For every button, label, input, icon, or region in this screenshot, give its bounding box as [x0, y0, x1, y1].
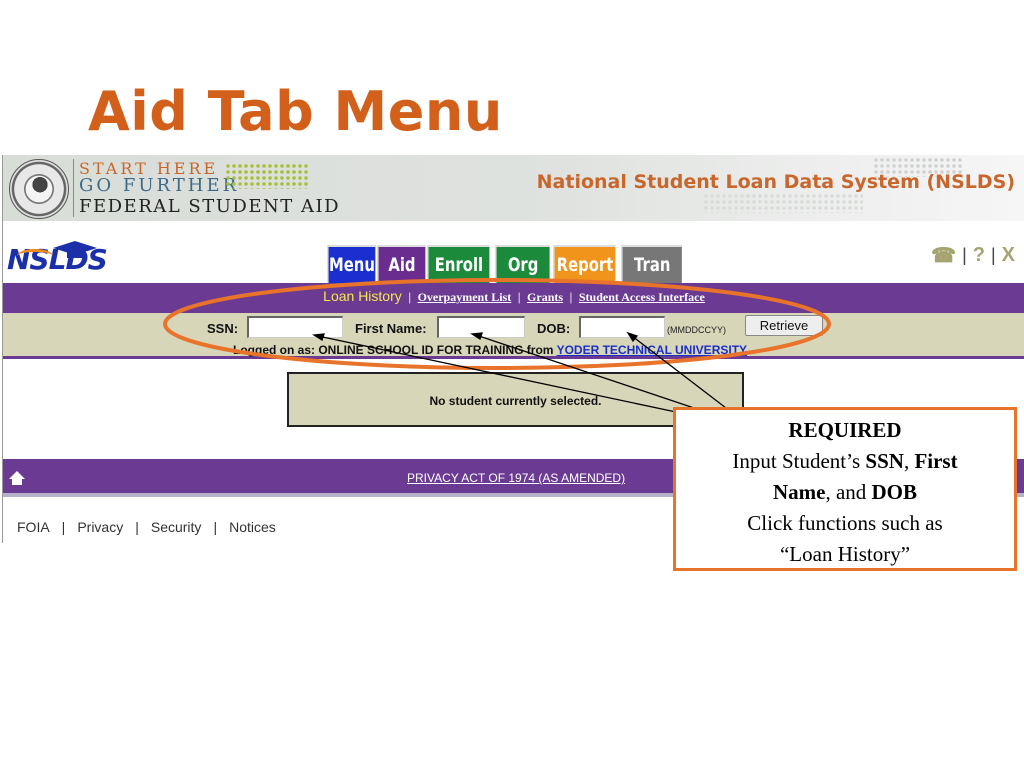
submenu-grants[interactable]: Grants	[527, 290, 564, 304]
close-icon[interactable]: X	[1001, 244, 1015, 266]
tab-aid[interactable]: Aid	[377, 245, 426, 283]
decorative-dots	[873, 157, 963, 177]
nav-row: NSLDS Menu Aid Enroll Org Report Tran ☎ …	[3, 221, 1024, 283]
privacy-act-link[interactable]: PRIVACY ACT OF 1974 (AS AMENDED)	[407, 471, 626, 485]
first-name-label: First Name:	[355, 321, 427, 336]
separator: |	[962, 245, 967, 265]
aid-submenu: Loan History | Overpayment List | Grants…	[3, 283, 1024, 313]
required-callout: REQUIRED Input Student’s SSN, First Name…	[673, 407, 1017, 571]
student-search-bar: SSN: First Name: DOB: (MMDDCCYY) Retriev…	[3, 313, 1024, 359]
banner-line-1: START HERE	[79, 159, 219, 178]
phone-icon[interactable]: ☎	[931, 245, 957, 267]
decorative-dots	[225, 163, 309, 189]
nslds-logo[interactable]: NSLDS	[7, 241, 108, 276]
system-title: National Student Loan Data System (NSLDS…	[536, 171, 1015, 193]
banner-divider	[73, 159, 74, 217]
school-link[interactable]: YODER TECHNICAL UNIVERSITY	[556, 343, 748, 357]
submenu-loan-history[interactable]: Loan History	[323, 288, 402, 304]
logged-on-text: Logged on as: ONLINE SCHOOL ID FOR TRAIN…	[233, 343, 557, 357]
bottom-links: FOIA | Privacy | Security | Notices	[17, 519, 276, 535]
dob-format-hint: (MMDDCCYY)	[667, 325, 726, 335]
privacy-link[interactable]: Privacy	[77, 519, 124, 535]
callout-line-4: Click functions such as	[747, 511, 943, 535]
main-tabs: Menu Aid Enroll Org Report Tran	[327, 245, 685, 283]
callout-heading: REQUIRED	[788, 418, 902, 442]
tab-menu[interactable]: Menu	[327, 245, 376, 283]
tab-org[interactable]: Org	[495, 245, 550, 283]
first-name-input[interactable]	[437, 316, 525, 338]
submenu-student-access-interface[interactable]: Student Access Interface	[578, 290, 705, 304]
separator: |	[213, 519, 218, 535]
slide-title: Aid Tab Menu	[88, 80, 503, 143]
dob-label: DOB:	[537, 321, 571, 336]
fsa-banner: START HERE GO FURTHER FEDERAL STUDENT AI…	[3, 155, 1024, 221]
dob-input[interactable]	[579, 316, 665, 338]
separator: |	[569, 290, 573, 304]
callout-line-5: “Loan History”	[779, 542, 911, 566]
ssn-input[interactable]	[247, 316, 343, 338]
tab-report[interactable]: Report	[553, 245, 616, 283]
separator: |	[990, 245, 996, 265]
home-icon[interactable]	[9, 471, 25, 487]
tab-enroll[interactable]: Enroll	[427, 245, 490, 283]
submenu-overpayment-list[interactable]: Overpayment List	[417, 290, 512, 304]
help-icon[interactable]: ?	[972, 244, 985, 266]
callout-line-3: Name, and DOB	[772, 480, 918, 504]
tab-tran[interactable]: Tran	[621, 245, 682, 283]
retrieve-button[interactable]: Retrieve	[745, 315, 823, 336]
security-link[interactable]: Security	[150, 519, 202, 535]
logged-on-status: Logged on as: ONLINE SCHOOL ID FOR TRAIN…	[233, 343, 747, 357]
utility-icons: ☎ | ? | X	[931, 243, 1015, 268]
department-seal-icon	[9, 159, 69, 219]
banner-line-3: FEDERAL STUDENT AID	[79, 196, 341, 217]
separator: |	[408, 290, 412, 304]
separator: |	[135, 519, 139, 535]
decorative-dots	[703, 193, 863, 213]
graduation-cap-icon	[53, 241, 97, 258]
separator: |	[61, 519, 66, 535]
callout-line-2: Input Student’s SSN, First	[732, 449, 958, 473]
separator: |	[517, 290, 521, 304]
logo-swoosh-icon	[17, 249, 53, 263]
ssn-label: SSN:	[207, 321, 239, 336]
notices-link[interactable]: Notices	[229, 519, 276, 535]
foia-link[interactable]: FOIA	[17, 519, 50, 535]
banner-line-2: GO FURTHER	[79, 175, 240, 196]
